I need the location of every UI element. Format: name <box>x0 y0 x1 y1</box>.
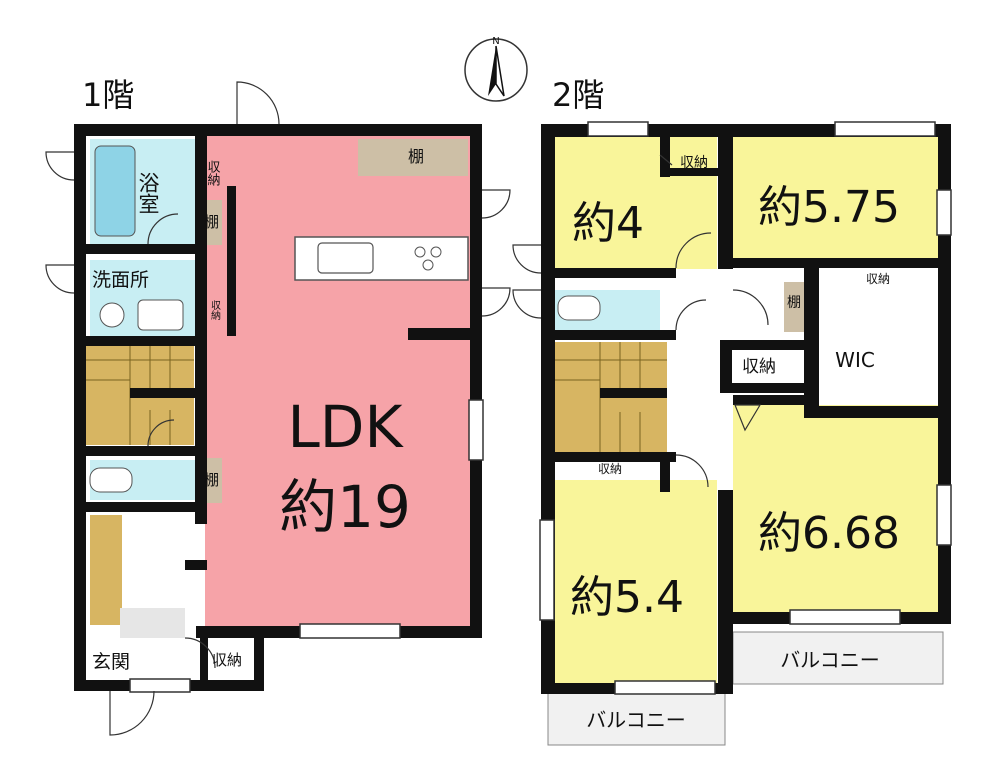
first-floor-windows <box>129 399 484 693</box>
wic-label: WIC <box>835 348 875 372</box>
balcony-left-label: バルコニー <box>586 708 686 732</box>
second-floor-doors <box>512 154 769 488</box>
storage-small-2-label: 収納 <box>209 300 221 321</box>
room-575-fill <box>733 137 938 260</box>
room-4-label: 約4 <box>572 198 644 249</box>
shoe-shelf-fill <box>90 515 122 625</box>
storage-entrance-label: 収納 <box>212 651 242 669</box>
first-floor: 浴室 洗面所 玄関 収納 収納 収納 棚 棚 棚 LDK 約19 <box>45 81 511 736</box>
first-floor-doors <box>45 81 511 736</box>
storage-top-label: 収納 <box>680 155 708 171</box>
shelf-bath-label: 棚 <box>204 213 219 231</box>
floor-2-title: 2階 <box>552 76 604 114</box>
room-54-fill <box>555 480 717 683</box>
bath-label-1: 浴室 <box>136 172 160 214</box>
storage-54-label: 収納 <box>598 462 622 476</box>
shelf-2-fill <box>784 282 804 332</box>
shelf-top-fill <box>358 139 468 176</box>
second-floor-windows <box>539 121 952 695</box>
floor-1-title: 1階 <box>82 76 134 114</box>
second-floor: 約4 約5.75 約5.4 約6.68 WIC 収納 収納 収納 収納 棚 バル… <box>512 121 952 746</box>
shelf-hall-label: 棚 <box>204 471 219 489</box>
room-575-label: 約5.75 <box>758 182 900 233</box>
stairs-2-lines <box>555 342 667 452</box>
entrance-tile <box>120 608 185 638</box>
entrance-label: 玄関 <box>92 651 130 673</box>
toilet-2 <box>557 295 601 321</box>
stairs-1-lines <box>84 345 194 445</box>
compass-label: N <box>492 36 499 47</box>
storage-575-label: 収納 <box>866 272 890 286</box>
ldk-fill <box>205 133 473 626</box>
kitchen-counter <box>294 236 469 281</box>
storage-small-1-label: 収納 <box>205 160 221 187</box>
shelf-top-label: 棚 <box>408 147 424 166</box>
toilet-1 <box>89 467 133 493</box>
compass-icon: N <box>464 36 528 102</box>
room-4-fill <box>555 137 717 269</box>
shelf-2-label: 棚 <box>787 295 801 311</box>
balcony-right-label: バルコニー <box>780 648 880 672</box>
balcony-left-fill <box>547 691 726 746</box>
ldk-name: LDK <box>287 393 404 461</box>
room-54-label: 約5.4 <box>570 572 684 623</box>
bathtub <box>94 145 136 237</box>
washing-machine <box>99 302 125 328</box>
room-668-fill <box>733 405 938 623</box>
storage-hall-2-label: 収納 <box>742 357 776 377</box>
washbasin <box>137 299 184 331</box>
room-668-label: 約6.68 <box>758 508 900 559</box>
ldk-size: 約19 <box>279 473 411 541</box>
washroom-label: 洗面所 <box>92 269 149 291</box>
